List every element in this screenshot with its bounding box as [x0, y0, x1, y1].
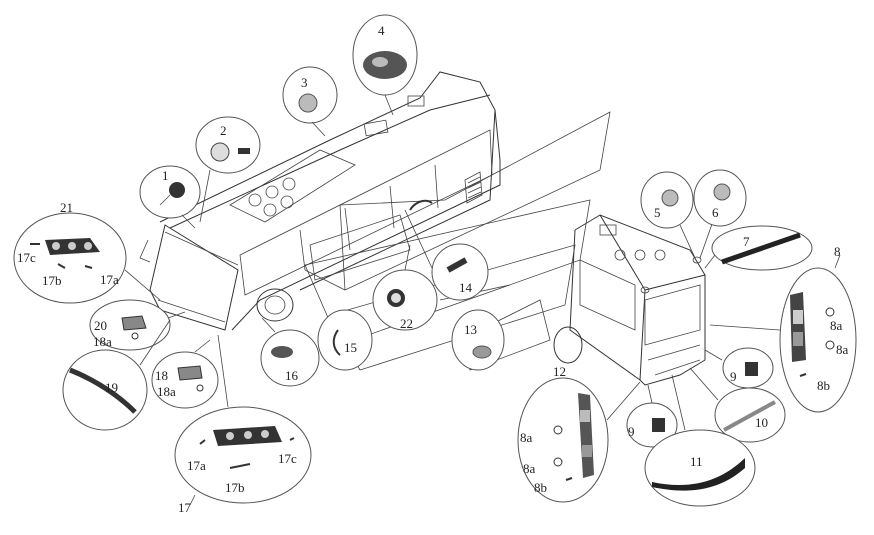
callout-part-22: 22 [372, 244, 438, 331]
label-18a: 18a [93, 334, 112, 349]
label-17c: 17c [17, 250, 36, 265]
marker-lamp-icon [713, 183, 731, 201]
label-10: 10 [755, 415, 768, 430]
label-14: 14 [459, 280, 473, 295]
label-5: 5 [654, 205, 661, 220]
callout-part-19: 19 [62, 319, 171, 431]
cable-icon [332, 329, 341, 356]
callout-part-21: 21 17c 17b 17a [13, 200, 161, 304]
label-9: 9 [730, 369, 737, 384]
callout-part-17: 17a 17b 17c 17 [174, 334, 312, 515]
callout-part-4: 4 [352, 14, 418, 116]
callout-part-5: 5 [640, 171, 696, 259]
callout-part-2: 2 [195, 116, 261, 223]
callout-part-8: 8 8a 8a 8b [709, 244, 857, 413]
label-8b: 8b [534, 480, 547, 495]
callout-part-20: 20 18a [89, 299, 186, 351]
label-7: 7 [743, 234, 750, 249]
callout-part-11: 11 [644, 374, 756, 507]
callout-part-13: 13 [451, 309, 505, 371]
label-22: 22 [400, 316, 413, 331]
marker-lamp-icon [210, 142, 230, 162]
callout-part-18: 18 18a [151, 339, 219, 409]
callout-part-7: 7 [704, 225, 813, 271]
rear-bus-body [553, 214, 706, 386]
step-lamp-icon [472, 345, 492, 359]
label-16: 16 [285, 368, 299, 383]
reverse-lamp-icon [652, 418, 665, 432]
rear-trim-strip-icon [652, 458, 745, 491]
label-12: 12 [553, 364, 566, 379]
label-8a: 8a [836, 342, 849, 357]
label-19: 19 [105, 380, 118, 395]
reverse-lamp-icon [745, 362, 758, 376]
label-8a: 8a [523, 461, 536, 476]
label-3: 3 [301, 75, 308, 90]
callout-part-9-right: 9 [704, 347, 774, 389]
callout-part-16: 16 [260, 317, 320, 387]
high-mount-lamp-icon [721, 232, 801, 265]
label-17b: 17b [225, 480, 245, 495]
label-2: 2 [220, 123, 227, 138]
label-18a: 18a [157, 384, 176, 399]
label-8: 8 [834, 244, 841, 259]
fog-lamp-icon [121, 315, 147, 331]
label-17: 17 [178, 500, 192, 515]
label-17a: 17a [187, 458, 206, 473]
callout-part-12: 12 8a 8a 8b [517, 364, 641, 503]
marker-lamp-icon [169, 182, 185, 198]
label-20: 20 [94, 318, 107, 333]
label-8b: 8b [817, 378, 830, 393]
label-6: 6 [712, 205, 719, 220]
label-4: 4 [378, 23, 385, 38]
label-8a: 8a [830, 318, 843, 333]
label-11: 11 [690, 454, 703, 469]
label-17a: 17a [100, 272, 119, 287]
interior-lamp-icon [446, 257, 468, 273]
side-lamp-icon [271, 346, 293, 358]
marker-lamp-icon [661, 189, 679, 207]
callout-part-1: 1 [139, 165, 201, 229]
roof-lamp-icon [298, 93, 318, 113]
label-21: 21 [60, 200, 73, 215]
callout-part-10: 10 [689, 367, 786, 443]
label-9: 9 [628, 424, 635, 439]
callout-part-6: 6 [693, 169, 747, 259]
callout-part-9-left: 9 [626, 384, 678, 448]
callout-part-3: 3 [282, 66, 338, 137]
label-17b: 17b [42, 273, 62, 288]
fog-lamp-icon [177, 365, 203, 381]
label-13: 13 [464, 322, 477, 337]
trim-strip-icon [69, 367, 137, 414]
label-15: 15 [344, 340, 357, 355]
callout-part-15: 15 [317, 309, 373, 371]
label-1: 1 [162, 168, 169, 183]
label-18: 18 [155, 368, 168, 383]
license-lamp-icon [723, 400, 776, 432]
callout-part-14: 14 [404, 199, 489, 301]
label-17c: 17c [278, 451, 297, 466]
label-8a: 8a [520, 430, 533, 445]
